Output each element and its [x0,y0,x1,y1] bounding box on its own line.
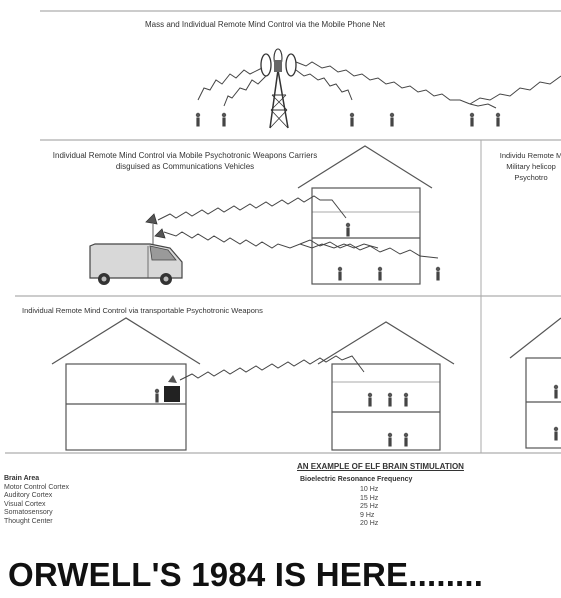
table-cell-area: Somatosensory [4,509,53,516]
panel-title-military: Individu Remote M Military helicop Psych… [499,151,561,182]
table-cell-area: Auditory Cortex [4,492,53,499]
column-header-brain-area: Brain Area [4,475,40,482]
table-cell-frequency: 25 Hz [360,503,379,510]
column-header-frequency: Bioelectric Resonance Frequency [300,476,413,483]
panel-title-mobile-network: Mass and Individual Remote Mind Control … [145,20,386,29]
cell-tower-icon [260,48,297,129]
person-icon [195,112,501,127]
table-cell-frequency: 20 Hz [360,520,379,527]
person-icon [154,388,409,447]
van-icon [89,243,183,285]
elf-table-title: AN EXAMPLE OF ELF BRAIN STIMULATION [297,462,464,471]
house-icon [509,317,561,449]
panel-title-transportable: Individual Remote Mind Control via trans… [22,306,263,315]
headline: ORWELL'S 1984 IS HERE........ [8,556,484,593]
person-icon [337,222,441,281]
table-cell-frequency: 10 Hz [360,486,379,493]
table-cell-area: Motor Control Cortex [4,483,69,491]
house-icon [51,317,201,451]
table-cell-area: Thought Center [4,517,53,525]
person-icon [553,384,559,441]
table-cell-frequency: 9 Hz [360,511,375,519]
radio-wave-lines [179,355,365,381]
radio-wave-lines [157,195,439,259]
table-cell-frequency: 15 Hz [360,494,379,502]
radio-wave-lines [197,61,561,109]
house-icon [297,145,433,285]
elf-table-frequency-column: 10 Hz 15 Hz 25 Hz 9 Hz 20 Hz [360,486,378,529]
weapon-device-icon [164,375,180,402]
antenna-icon [145,213,166,244]
elf-table-area-column: Brain Area Motor Control Cortex Auditory… [4,475,69,526]
table-cell-area: Visual Cortex [4,500,46,508]
panel-title-vehicle: Individual Remote Mind Control via Mobil… [52,151,318,171]
house-icon [317,321,455,451]
